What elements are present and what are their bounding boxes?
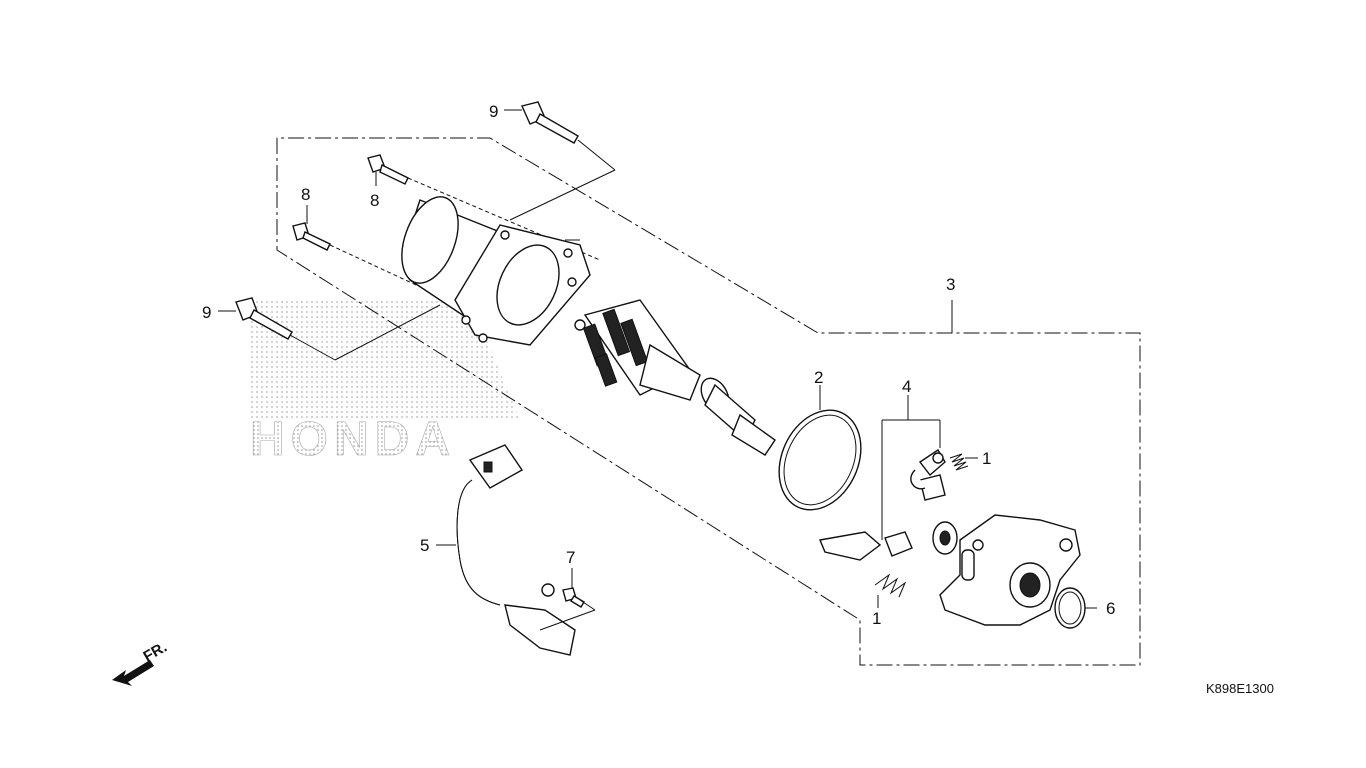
front-direction-arrow-icon: FR. <box>112 639 170 686</box>
bolt-icon <box>292 205 331 251</box>
o-ring-icon <box>778 385 862 511</box>
watermark-text: HONDA <box>250 413 456 466</box>
assembly-boundary-3 <box>276 137 1141 666</box>
direction-label: FR. <box>141 639 170 666</box>
motor-housing-icon <box>401 196 591 346</box>
honda-watermark-logo: HONDA <box>250 300 520 466</box>
spring-icon <box>874 573 907 608</box>
callout-7: 7 <box>566 548 575 567</box>
bolt-icon <box>367 154 409 186</box>
callout-1-bottom: 1 <box>872 609 881 628</box>
callout-4: 4 <box>902 377 911 396</box>
callout-8-left: 8 <box>301 185 310 204</box>
callout-1-top: 1 <box>982 449 991 468</box>
flange-bolt-icon <box>218 297 293 340</box>
callout-3: 3 <box>946 275 955 294</box>
callout-2: 2 <box>814 368 823 387</box>
callout-5: 5 <box>420 536 429 555</box>
bearing-icon <box>932 521 958 555</box>
rear-cover-icon <box>939 514 1081 626</box>
seal-ring-icon <box>1054 587 1097 629</box>
callout-9-left: 9 <box>202 303 211 322</box>
cable-harness-icon <box>436 444 576 656</box>
callout-6: 6 <box>1106 599 1115 618</box>
spring-icon <box>949 453 978 471</box>
flange-bolt-icon <box>504 101 579 144</box>
brush-set-icon <box>819 395 946 561</box>
callout-9-top: 9 <box>489 102 498 121</box>
callout-8-top: 8 <box>370 191 379 210</box>
screw-icon <box>539 568 596 631</box>
diagram-code: K898E1300 <box>1206 681 1274 696</box>
armature-icon <box>574 299 776 456</box>
